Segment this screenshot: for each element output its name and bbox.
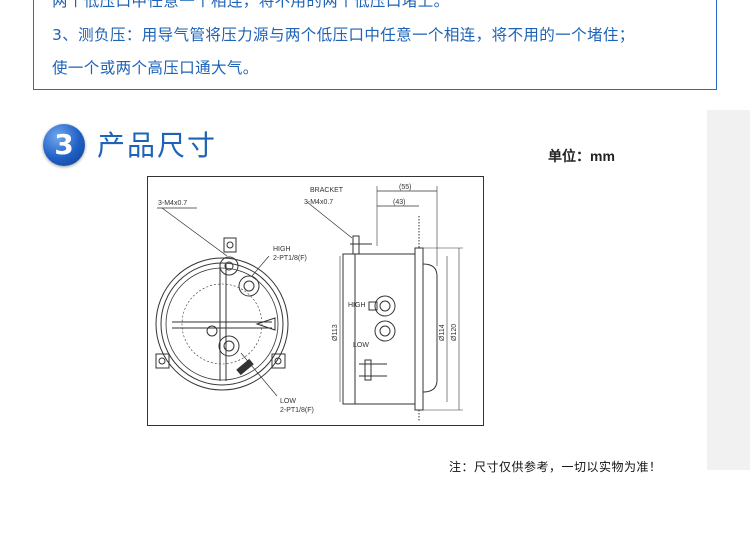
section-number: 3 [54,128,74,161]
front-high-thread: 2-PT1/8(F) [273,255,307,262]
side-view [306,186,463,421]
diameter-113: Ø113 [332,324,339,341]
side-bracket-label: BRACKET [310,187,344,194]
diameter-114: Ø114 [439,324,446,341]
front-mount-label: 3-M4x0.7 [158,200,187,207]
unit-label: 单位：mm [548,148,615,164]
right-side-panel [707,110,750,470]
side-high-label: HIGH [348,302,366,309]
instruction-box: 两个低压口中任意一个相连，将不用的两个低压口堵上。 3、测负压：用导气管将压力源… [33,0,717,90]
front-low-thread: 2-PT1/8(F) [280,407,314,414]
section-number-badge: 3 [43,124,85,166]
instruction-line-2: 3、测负压：用导气管将压力源与两个低压口中任意一个相连，将不用的一个堵住； [52,26,635,44]
front-low-label: LOW [280,398,296,405]
diameter-120: Ø120 [451,324,458,341]
dimension-drawing: 3-M4x0.7 HIGH 2-PT1/8(F) LOW 2-PT1/8(F) [147,176,484,426]
side-mount-label: 3-M4x0.7 [304,199,333,206]
disclaimer-note: 注：尺寸仅供参考，一切以实物为准！ [449,460,662,474]
instruction-line-3: 使一个或两个高压口通大气。 [52,59,259,77]
dimension-55: (55) [399,184,411,191]
front-view [155,207,289,397]
dimension-43: (43) [393,199,405,206]
front-high-label: HIGH [273,246,291,253]
section-title: 产品尺寸 [97,129,218,162]
side-low-label: LOW [353,342,369,349]
instruction-line-1: 两个低压口中任意一个相连，将不用的两个低压口堵上。 [52,0,450,10]
